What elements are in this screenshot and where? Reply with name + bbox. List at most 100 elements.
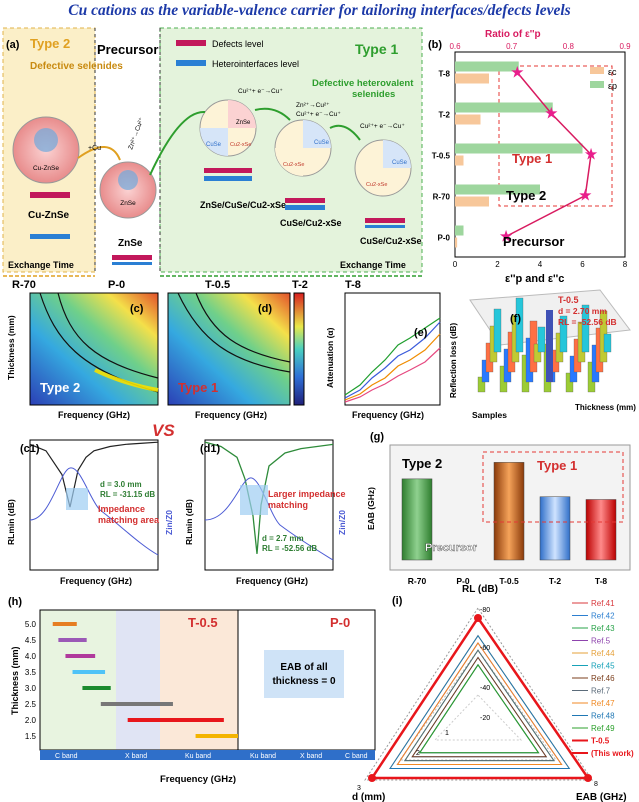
h-box-1: EAB of all — [280, 662, 327, 673]
type1-desc-2: selenides — [352, 89, 395, 100]
ec-bar — [455, 114, 481, 125]
h-band-x-r: X band — [300, 753, 322, 760]
b-top-tick: 0.8 — [563, 42, 575, 51]
ep-bar — [455, 61, 519, 72]
h-ytick: 2.0 — [25, 716, 37, 725]
cu-znse-inset: Cu-ZnSe — [33, 165, 59, 172]
legend-ec: εc — [608, 67, 617, 77]
h-ytick: 3.0 — [25, 684, 37, 693]
tp1-inset-cuse: CuSe — [206, 142, 222, 148]
panel-h-label: (h) — [8, 596, 22, 608]
f-bars — [477, 297, 612, 393]
i-legend-label: Ref.7 — [591, 687, 611, 696]
c1-ylabel: RLmin (dB) — [6, 499, 16, 545]
ep-bar — [455, 143, 583, 154]
b-category-label: T-2 — [438, 111, 450, 120]
i-legend-label: Ref.5 — [591, 637, 611, 646]
f-bar — [515, 297, 524, 353]
ratio-star: ★ — [584, 147, 598, 164]
i-legend-label: (This work) — [591, 749, 634, 758]
h-left-title: T-0.5 — [188, 615, 218, 630]
d1-matching-area — [240, 485, 268, 515]
i-ref-polygons — [389, 634, 571, 769]
c1-matching-area — [66, 488, 88, 510]
panel-e: T-8 (e) Attenuation (α) Frequency (GHz) — [325, 279, 441, 420]
f-bar — [603, 333, 612, 353]
f-bar — [533, 343, 542, 363]
f-bar — [559, 315, 568, 353]
i-rl-tick-1: -60 — [480, 645, 490, 652]
h-zero-box — [264, 650, 344, 698]
f-ann-3: RL = -52.56 dB — [558, 317, 617, 327]
g-ylabel: EAB (GHz) — [366, 487, 376, 530]
d1-xlabel: Frequency (GHz) — [236, 576, 308, 586]
h-xlabel: Frequency (GHz) — [160, 774, 236, 785]
exchange-time-left: Exchange Time — [8, 260, 74, 270]
d1-ann-2: RL = -52.56 dB — [262, 544, 317, 553]
cu-znse-hetero-level — [30, 234, 70, 239]
product-2: CuSe/Cu2-xSe — [280, 218, 342, 228]
h-range-bar — [72, 670, 106, 674]
g-type1-box — [482, 451, 624, 523]
d1-ylabel: RLmin (dB) — [184, 499, 194, 545]
i-inner-1: 1 — [445, 730, 449, 737]
d-region: Type 1 — [178, 380, 218, 395]
ratio-star: ★ — [578, 188, 592, 205]
b-bottom-tick: 8 — [623, 260, 628, 269]
panel-b-frame — [454, 51, 626, 258]
f-ann-1: T-0.5 — [558, 295, 579, 305]
f-bar — [581, 304, 590, 353]
c1-ann-3: Impedance — [98, 504, 145, 514]
d1-y2label: Zin/Z0 — [337, 510, 347, 535]
panel-c1: (c1) d = 3.0 mm RL = -31.15 dB Impedance… — [6, 439, 174, 586]
vs-label: VS — [152, 421, 175, 440]
b-precursor: Precursor — [503, 234, 564, 249]
c-region: Type 2 — [40, 380, 80, 395]
panel-d: T-0.5 T-2 (d) Type 1 Frequency (GHz) — [167, 279, 308, 420]
ep-bar — [455, 184, 540, 195]
i-axis-eab: EAB (GHz) — [576, 792, 627, 802]
panel-b: (b) Ratio of ε''p T-8T-2T-0.5R-70P-0 ★★★… — [428, 29, 631, 285]
c1-ann-1: d = 3.0 mm — [100, 480, 142, 489]
eab-bar — [585, 499, 617, 561]
ec-bar — [455, 155, 464, 166]
i-ref-polygon — [389, 634, 571, 769]
b-category-label: P-0 — [438, 234, 451, 243]
panel-i: (i) RL (dB) -80 -60 -40 -20 1 2 3 8 d (m… — [352, 584, 634, 802]
i-legend-label: Ref.43 — [591, 624, 615, 633]
h-range-bar — [65, 654, 96, 658]
ratio-star: ★ — [499, 229, 513, 246]
i-axis-d: d (mm) — [352, 792, 385, 802]
i-legend-label: Ref.47 — [591, 699, 615, 708]
h-band-ku-r: Ku band — [250, 753, 276, 760]
g-category-label: T-0.5 — [499, 576, 519, 586]
b-bottom-tick: 0 — [453, 260, 458, 269]
exchange-time-right: Exchange Time — [340, 260, 406, 270]
i-eab-tick: 8 — [594, 781, 598, 788]
b-category-label: R-70 — [433, 193, 451, 202]
i-ref-polygon — [389, 634, 571, 769]
h-band-ku: Ku band — [185, 753, 211, 760]
i-this-work — [369, 615, 591, 780]
b-type1: Type 1 — [512, 151, 552, 166]
ratio-star: ★ — [544, 106, 558, 123]
plus-cu: +Cu — [88, 145, 101, 152]
e-series-t8 — [344, 347, 441, 403]
c-top-label-2: P-0 — [108, 279, 125, 291]
zn-reaction: Zn²⁺→Cu²⁺ — [127, 116, 145, 150]
eab-bar — [401, 478, 433, 561]
h-right-title: P-0 — [330, 615, 350, 630]
h-band-c-r: C band — [345, 753, 368, 760]
ec-bar — [455, 237, 458, 248]
d-xlabel: Frequency (GHz) — [195, 410, 267, 420]
c1-xlabel: Frequency (GHz) — [60, 576, 132, 586]
d1-ann-3: Larger impedance — [268, 489, 346, 499]
h-band-c: C band — [55, 753, 78, 760]
i-legend-label: T-0.5 — [591, 737, 610, 746]
panel-c-label: (c) — [130, 303, 144, 315]
e-series-r70 — [344, 317, 441, 396]
